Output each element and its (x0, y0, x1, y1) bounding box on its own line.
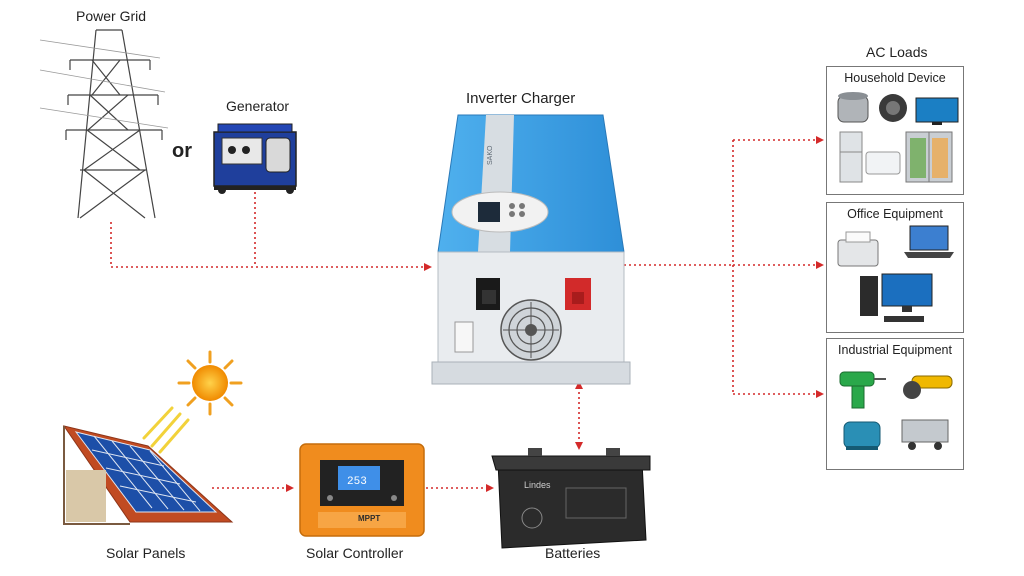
angle-grinder-icon (903, 375, 953, 399)
sun-rays-icon (142, 406, 190, 454)
office-equipment-title: Office Equipment (847, 207, 943, 221)
television-icon (915, 97, 959, 125)
office-equipment-group (837, 225, 954, 322)
sun-icon (177, 350, 243, 416)
generator-label: Generator (226, 98, 290, 114)
controller-brand-text: MPPT (358, 514, 380, 523)
household-device-title: Household Device (844, 71, 946, 85)
solar-controller-icon (299, 443, 425, 537)
industrial-equipment-title: Industrial Equipment (838, 343, 952, 357)
or-label: or (172, 140, 192, 162)
air-conditioner-icon (865, 151, 901, 175)
generator-icon (213, 123, 297, 194)
power-tower-icon (39, 29, 169, 219)
fridge-icon (839, 131, 863, 183)
air-compressor-icon (901, 419, 949, 450)
desktop-pc-icon (860, 273, 933, 322)
industrial-equipment-group (839, 371, 953, 450)
household-devices-group (837, 92, 959, 183)
power-grid-label: Power Grid (76, 8, 147, 24)
drill-icon (839, 371, 886, 409)
battery-brand-text: Lindes (524, 480, 551, 490)
solar-panels-label: Solar Panels (106, 545, 186, 561)
batteries-label: Batteries (545, 545, 601, 561)
battery-icon (491, 448, 651, 549)
inverter-charger-label: Inverter Charger (466, 90, 576, 107)
laptop-icon (904, 225, 954, 258)
grid-to-inverter-line (110, 222, 432, 271)
connection-lines (110, 136, 824, 492)
office-equipment-box: Office Equipment (826, 202, 964, 333)
inverter-brand-text: SAKO (487, 145, 494, 165)
solar-controller-label: Solar Controller (306, 545, 404, 561)
printer-icon (837, 231, 879, 267)
fan-heater-icon (879, 94, 907, 122)
solar-panel-icon (62, 425, 234, 525)
ac-loads-label: AC Loads (866, 44, 928, 60)
inverter-charger-icon (431, 114, 631, 385)
electric-motor-icon (843, 421, 881, 450)
rice-cooker-icon (837, 92, 869, 123)
controller-display-text: 253 (347, 476, 367, 488)
double-door-fridge-icon (905, 131, 953, 183)
